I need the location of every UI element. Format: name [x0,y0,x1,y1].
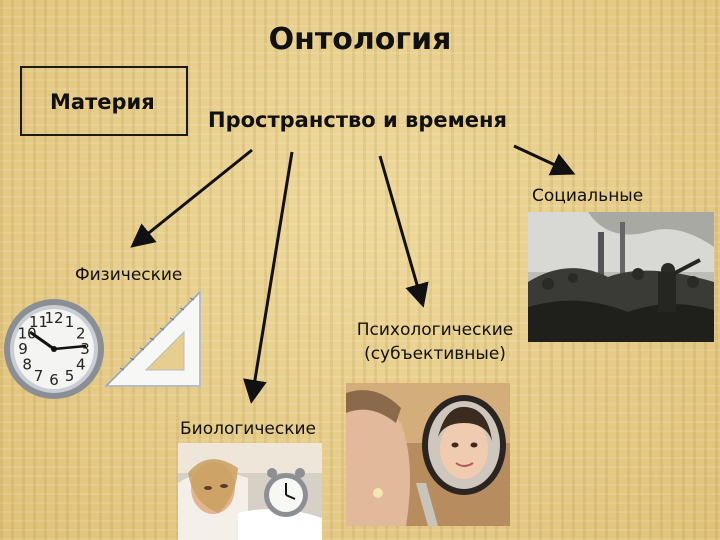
arrow-to-biological [252,152,292,398]
psychological-label-line1: Психологические [350,318,520,342]
clock-number: 4 [76,356,86,374]
clock-number: 5 [65,367,75,385]
psychological-label-line2: (субъективные) [350,342,520,366]
arrow-to-social [514,146,570,172]
sleeping-woman-alarm-clock-image [178,443,322,540]
set-square-ruler-icon [104,290,202,388]
physical-label: Физические [75,265,182,285]
arrow-to-psychological [380,156,422,302]
biological-label: Биологические [180,419,316,439]
crowd-painting-image [528,212,714,342]
clock-number: 6 [49,371,59,389]
clock-number: 9 [18,340,28,358]
clock-number: 7 [34,367,44,385]
clock-number: 11 [29,313,48,331]
social-label: Социальные [532,186,643,206]
arrow-to-physical [135,150,252,244]
mirror-girl-image [346,383,510,526]
clock-number: 8 [22,356,32,374]
clock-number: 1 [65,313,75,331]
psychological-label: Психологические (субъективные) [350,318,520,366]
